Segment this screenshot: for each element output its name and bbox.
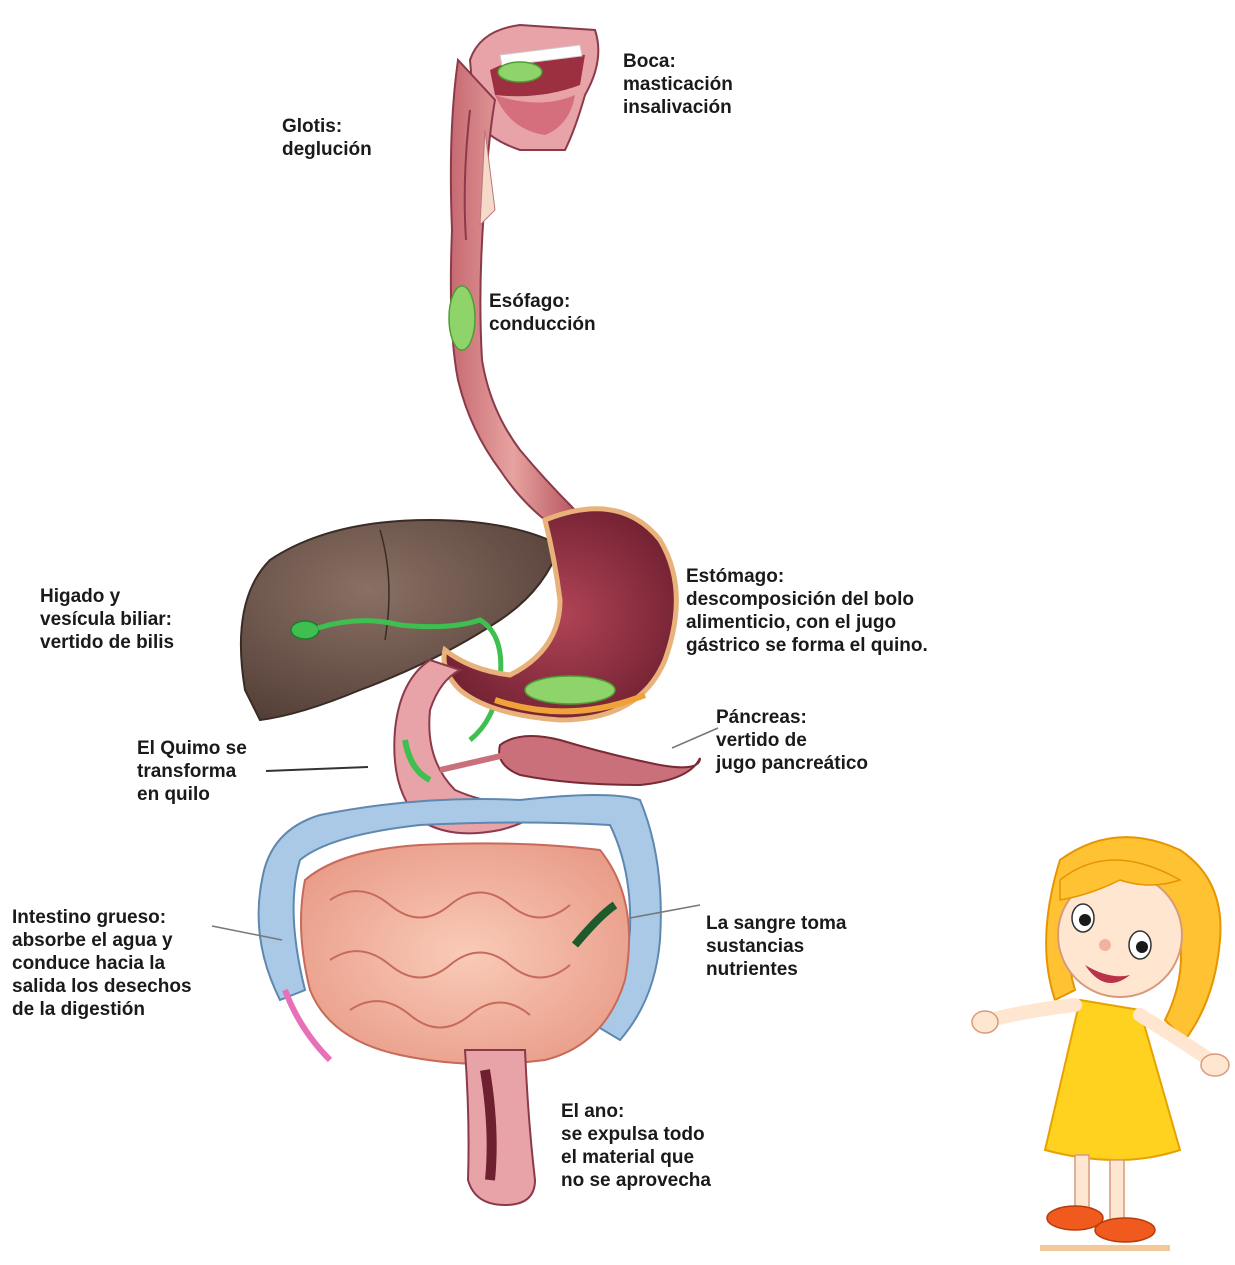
label-quimo: El Quimo se transforma en quilo xyxy=(137,737,247,806)
girl-illustration xyxy=(972,837,1229,1251)
pancreas-leader-line xyxy=(672,728,718,748)
label-pancreas: Páncreas: vertido de jugo pancreático xyxy=(716,706,868,775)
label-intestino-grueso: Intestino grueso: absorbe el agua y cond… xyxy=(12,906,192,1021)
label-ano: El ano: se expulsa todo el material que … xyxy=(561,1100,711,1192)
label-boca: Boca: masticación insalivación xyxy=(623,50,733,119)
pancreas-illustration xyxy=(440,736,700,785)
small-intestine-illustration xyxy=(301,843,629,1064)
quimo-leader-line xyxy=(266,767,368,771)
label-sangre: La sangre toma sustancias nutrientes xyxy=(706,912,846,981)
label-glotis: Glotis: deglución xyxy=(282,115,372,161)
rectum-illustration xyxy=(465,1050,535,1205)
label-estomago: Estómago: descomposición del bolo alimen… xyxy=(686,565,928,657)
label-esofago: Esófago: conducción xyxy=(489,290,596,336)
label-higado: Higado y vesícula biliar: vertido de bil… xyxy=(40,585,174,654)
